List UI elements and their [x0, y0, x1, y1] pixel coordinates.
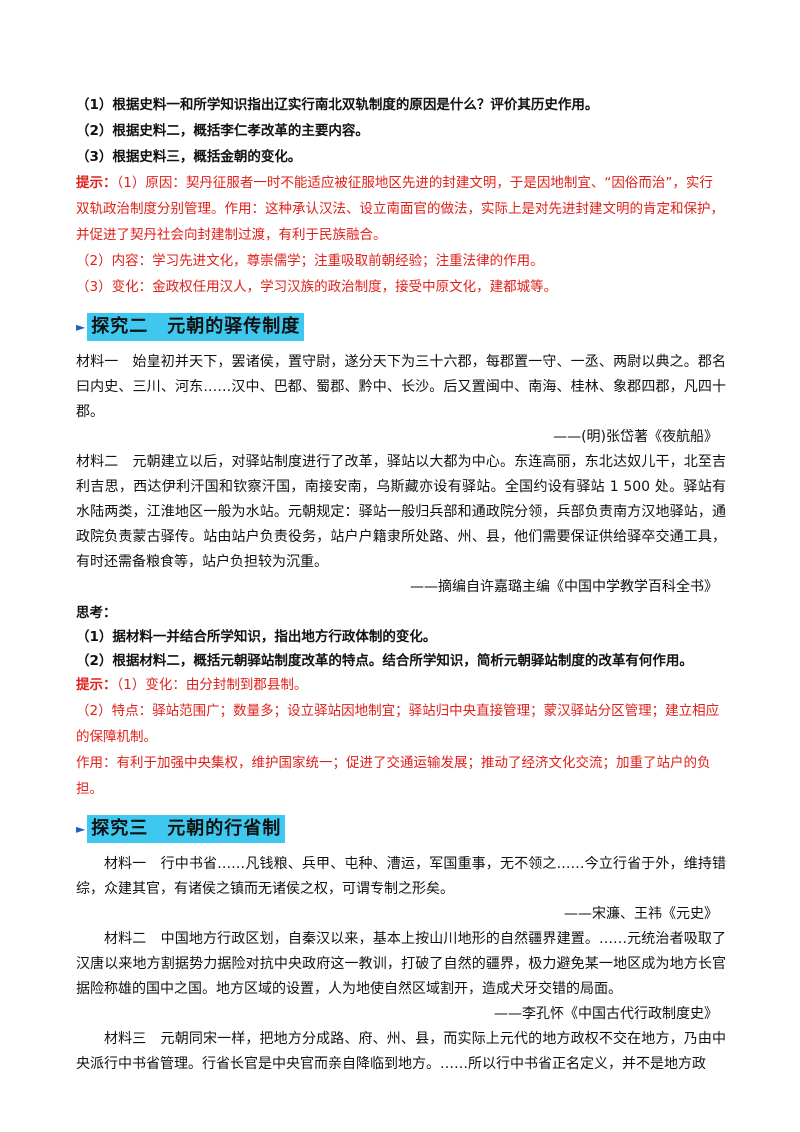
section-title-3: 探究三 元朝的行省制 — [87, 815, 286, 843]
material-3-2-source: ——李孔怀《中国古代行政制度史》 — [494, 1006, 718, 1022]
question-2: （2）根据史料二，概括李仁孝改革的主要内容。 — [76, 123, 369, 139]
material-3-2: 材料二 中国地方行政区划，自秦汉以来，基本上按山川地形的自然疆界建置。……元统治… — [76, 931, 726, 997]
hint-paragraph-3: （3）变化：金政权任用汉人，学习汉族的政治制度，接受中原文化，建都城等。 — [76, 279, 558, 295]
hint-block-2: 提示：（1）变化：由分封制到郡县制。 — [76, 672, 726, 698]
triangle-arrow-icon: ► — [76, 822, 86, 836]
question-1: （1）根据史料一和所学知识指出辽实行南北双轨制度的原因是什么？评价其历史作用。 — [76, 97, 599, 113]
hint-block-1: 提示：（1）原因：契丹征服者一时不能适应被征服地区先进的封建文明，于是因地制宜、… — [76, 170, 726, 300]
section-heading-3: ► 探究三 元朝的行省制 — [76, 814, 726, 844]
hint-label-2: 提示： — [76, 677, 117, 693]
material-3-1: 材料一 行中书省……凡钱粮、兵甲、屯种、漕运，军国重事，无不领之……今立行省于外… — [76, 856, 726, 897]
hint-2-line-3: 作用：有利于加强中央集权，维护国家统一；促进了交通运输发展；推动了经济文化交流；… — [76, 755, 711, 797]
section-heading-2: ► 探究二 元朝的驿传制度 — [76, 312, 726, 342]
material-1-source: ——(明)张岱著《夜航船》 — [553, 429, 718, 445]
hint-2-line-1: （1）变化：由分封制到郡县制。 — [116, 677, 308, 693]
section-title-2: 探究二 元朝的驿传制度 — [87, 313, 305, 341]
hint-paragraph-1: 提示：（1）原因：契丹征服者一时不能适应被征服地区先进的封建文明，于是因地制宜、… — [76, 170, 726, 248]
think-label: 思考： — [76, 605, 117, 621]
think-question-2: （2）根据材料二，概括元朝驿站制度改革的特点。结合所学知识，简析元朝驿站制度的改… — [76, 653, 693, 669]
hint-paragraph-2: （2）内容：学习先进文化，尊崇儒学；注重吸取前朝经验；注重法律的作用。 — [76, 253, 544, 269]
hint-text-1: （1）原因：契丹征服者一时不能适应被征服地区先进的封建文明，于是因地制宜、“因俗… — [76, 175, 724, 243]
document-page: （1）根据史料一和所学知识指出辽实行南北双轨制度的原因是什么？评价其历史作用。 … — [76, 92, 726, 1077]
triangle-arrow-icon: ► — [76, 320, 86, 334]
hint-2-line-2: （2）特点：驿站范围广；数量多；设立驿站因地制宜；驿站归中央直接管理；蒙汉驿站分… — [76, 703, 720, 745]
material-3-3: 材料三 元朝同宋一样，把地方分成路、府、州、县，而实际上元代的地方政权不交在地方… — [76, 1031, 726, 1072]
question-block-1: （1）根据史料一和所学知识指出辽实行南北双轨制度的原因是什么？评价其历史作用。 … — [76, 92, 726, 170]
hint-label: 提示： — [76, 175, 117, 191]
material-2: 材料二 元朝建立以后，对驿站制度进行了改革，驿站以大都为中心。东连高丽，东北达奴… — [76, 454, 726, 570]
think-question-1: （1）据材料一并结合所学知识，指出地方行政体制的变化。 — [76, 629, 437, 645]
question-3: （3）根据史料三，概括金朝的变化。 — [76, 149, 302, 165]
material-3-1-source: ——宋濂、王祎《元史》 — [564, 906, 718, 922]
material-1: 材料一 始皇初并天下，罢诸侯，置守尉，遂分天下为三十六郡，每郡置一守、一丞、两尉… — [76, 354, 726, 420]
material-2-source: ——摘编自许嘉璐主编《中国中学教学百科全书》 — [410, 579, 718, 595]
